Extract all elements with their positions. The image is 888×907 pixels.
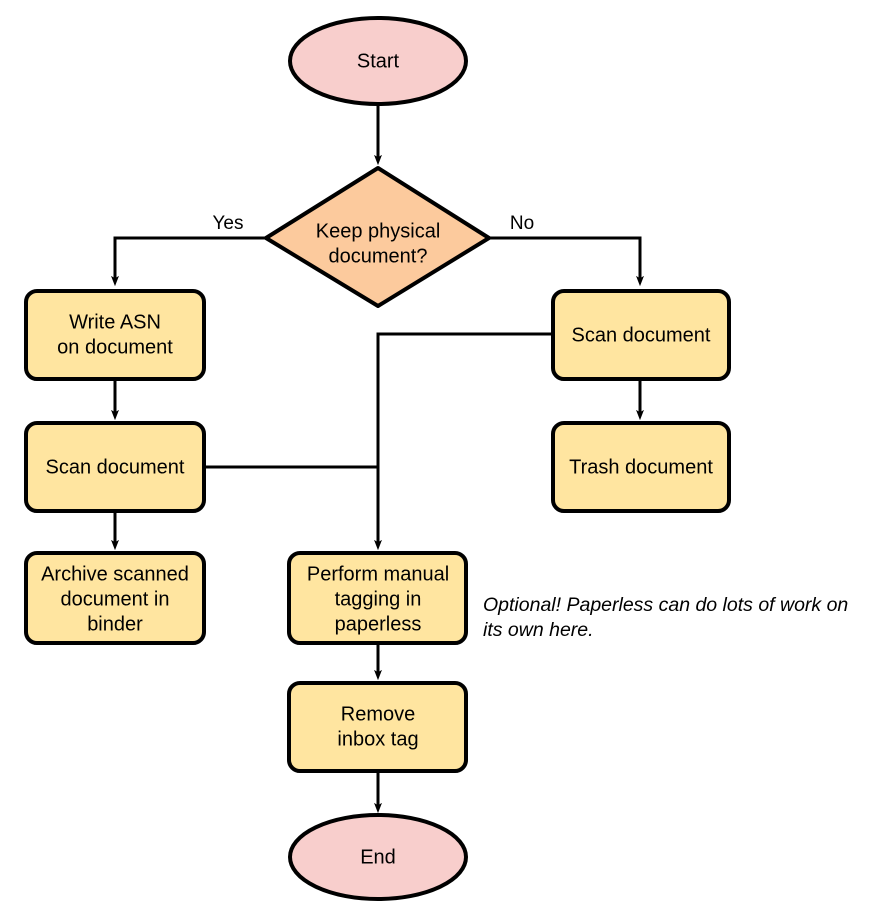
node-scan-document-right[interactable]: Scan document bbox=[551, 289, 731, 381]
tagging-label-line-1: Perform manual bbox=[307, 563, 449, 585]
remove-inbox-label-line-1: Remove bbox=[341, 703, 415, 725]
archive-label-line-2: document in bbox=[61, 588, 170, 610]
keep-physical-label-line-2: document? bbox=[329, 245, 428, 267]
keep-physical-label-line-1: Keep physical bbox=[316, 220, 441, 242]
tagging-box-shape bbox=[287, 551, 468, 645]
edge-label-yes: Yes bbox=[213, 213, 244, 234]
edge-label-layer: Yes No bbox=[213, 213, 535, 234]
archive-label-line-1: Archive scanned bbox=[41, 563, 189, 585]
node-perform-manual-tagging[interactable]: Perform manual tagging in paperless bbox=[287, 551, 468, 645]
node-keep-physical-document[interactable]: Keep physical document? bbox=[264, 166, 491, 308]
write-asn-label-line-1: Write ASN bbox=[69, 311, 161, 333]
tagging-label-line-3: paperless bbox=[335, 613, 422, 635]
node-end[interactable]: End bbox=[288, 813, 468, 901]
node-write-asn[interactable]: Write ASN on document bbox=[24, 289, 206, 381]
remove-inbox-label-line-2: inbox tag bbox=[337, 728, 418, 750]
end-ellipse-shape bbox=[288, 813, 468, 901]
decision-diamond-shape bbox=[264, 166, 491, 308]
edge-layer bbox=[115, 104, 640, 808]
node-scan-document-left[interactable]: Scan document bbox=[24, 421, 206, 513]
optional-note-line-2: its own here. bbox=[483, 619, 594, 641]
edge-keep-physical-no-to-scan-right bbox=[489, 236, 640, 281]
scan-left-box-shape bbox=[24, 421, 206, 513]
edge-keep-physical-yes-to-write-asn bbox=[115, 236, 266, 281]
tagging-label-line-2: tagging in bbox=[335, 588, 422, 610]
node-archive-scanned-document[interactable]: Archive scanned document in binder bbox=[24, 551, 206, 645]
start-label: Start bbox=[357, 50, 400, 72]
scan-left-label: Scan document bbox=[46, 456, 185, 478]
trash-label: Trash document bbox=[569, 456, 713, 478]
end-label: End bbox=[360, 846, 396, 868]
optional-note-line-1: Optional! Paperless can do lots of work … bbox=[483, 594, 848, 616]
remove-inbox-box-shape bbox=[287, 681, 468, 773]
edge-scan-right-to-tagging bbox=[378, 332, 553, 545]
edge-label-no: No bbox=[510, 213, 534, 234]
scan-right-box-shape bbox=[551, 289, 731, 381]
scan-right-label: Scan document bbox=[572, 324, 711, 346]
start-ellipse-shape bbox=[288, 16, 468, 106]
trash-box-shape bbox=[551, 421, 731, 513]
node-remove-inbox-tag[interactable]: Remove inbox tag bbox=[287, 681, 468, 773]
node-trash-document[interactable]: Trash document bbox=[551, 421, 731, 513]
write-asn-box-shape bbox=[24, 289, 206, 381]
node-start[interactable]: Start bbox=[288, 16, 468, 106]
archive-label-line-3: binder bbox=[87, 613, 143, 635]
annotation-optional-note: Optional! Paperless can do lots of work … bbox=[483, 594, 848, 641]
write-asn-label-line-2: on document bbox=[57, 336, 173, 358]
archive-box-shape bbox=[24, 551, 206, 645]
